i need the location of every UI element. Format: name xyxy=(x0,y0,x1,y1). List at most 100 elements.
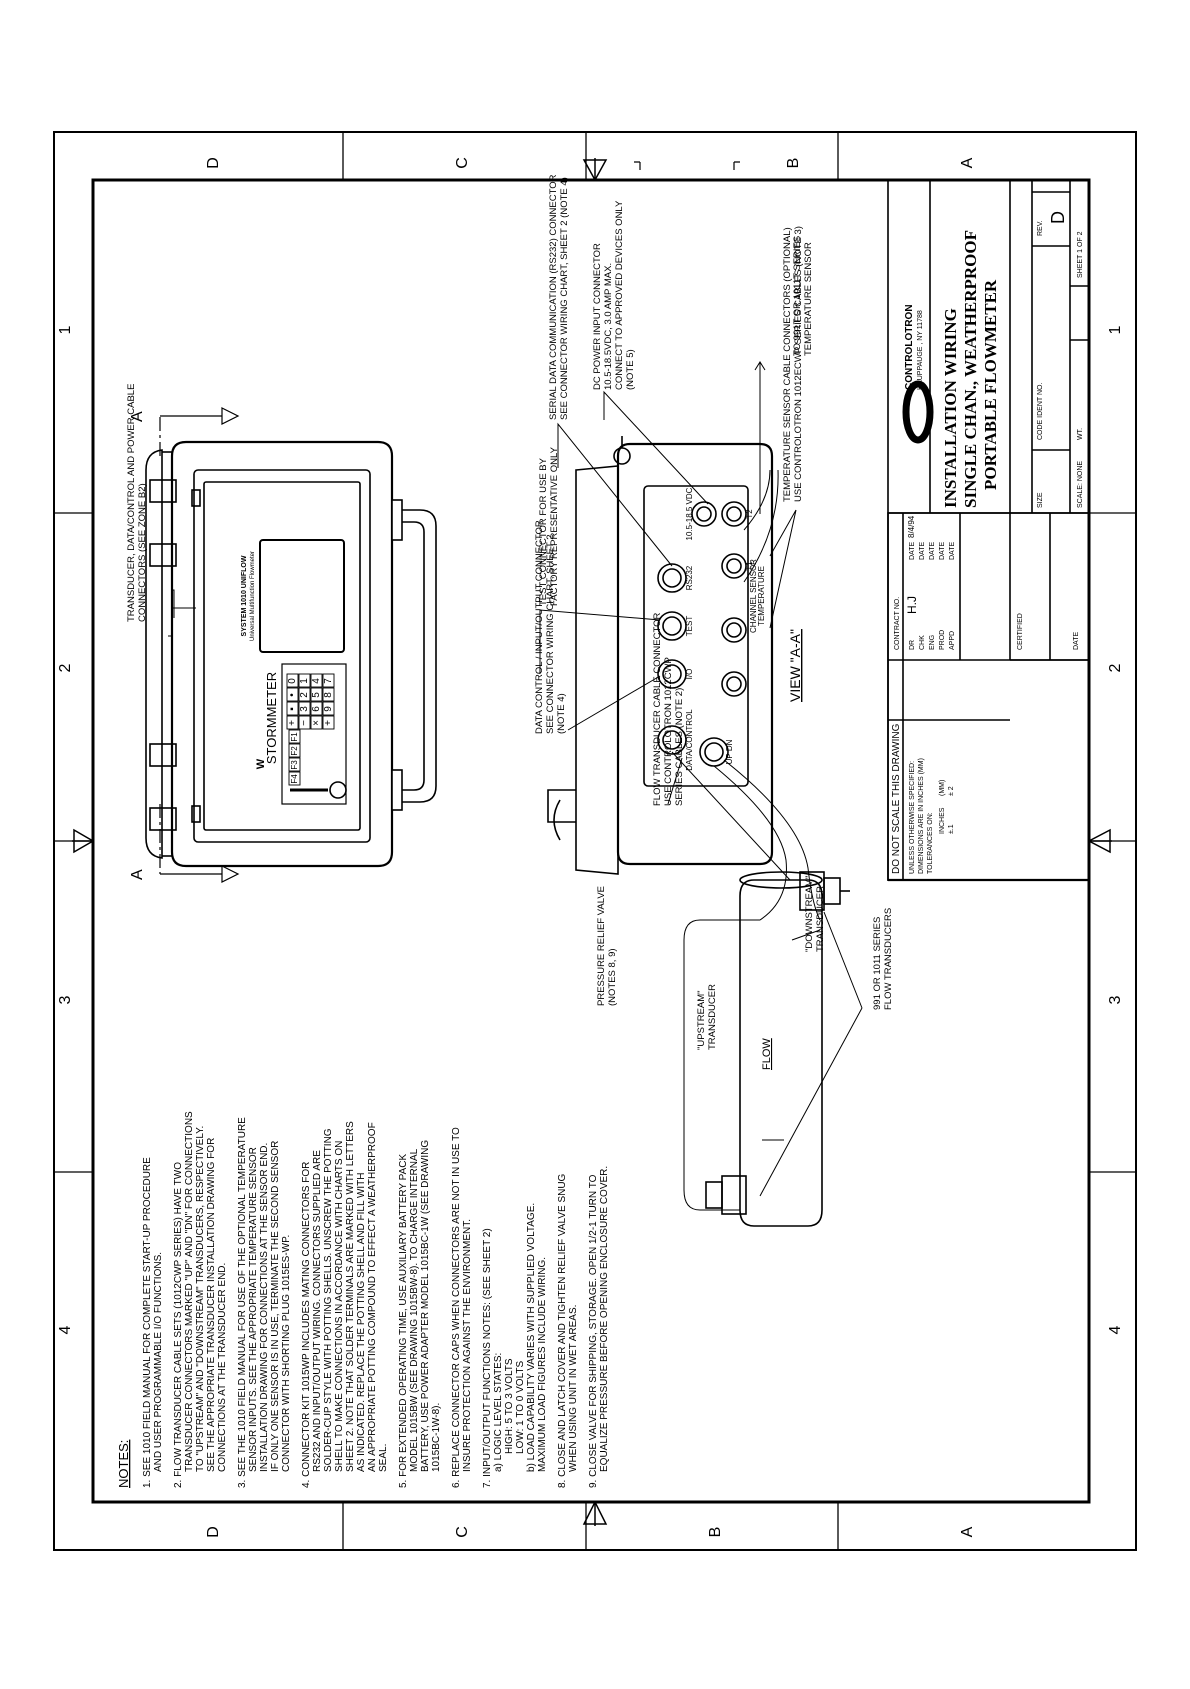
drawing-title-line2: SINGLE CHAN., WEATHERPROOF xyxy=(961,230,980,508)
approval-date-label: DATE xyxy=(929,542,936,560)
callout-upstream-line-1: "UPSTREAM" xyxy=(696,990,707,1050)
company-location: HAUPPAUGE , NY 11788 xyxy=(917,310,924,390)
panel-label-io: I/O xyxy=(685,669,694,680)
function-key xyxy=(288,743,301,758)
approval-date-label: DATE xyxy=(939,542,946,560)
keypad-key-label: 3 xyxy=(299,706,310,712)
keypad-key xyxy=(322,715,335,730)
note-4-line-1: 4. CONNECTOR KIT 1015WP INCLUDES MATING … xyxy=(301,1162,312,1488)
note-4-line-3: SOLDER-CUP STYLE WITH POTTING SHELLS. UN… xyxy=(323,1128,334,1472)
note-4-line-4: SHELL TO MAKE CONNECTIONS IN ACCORDANCE … xyxy=(334,1141,345,1472)
callout-downstream-line-1: "DOWNSTREAM" xyxy=(804,876,815,952)
approval-role-dr: DR xyxy=(909,640,916,650)
note-9-line-2: EQUALIZE PRESSURE BEFORE OPENING ENCLOSU… xyxy=(599,1166,610,1472)
keypad-key-label: 6 xyxy=(311,706,322,712)
view-title: VIEW "A-A" xyxy=(787,629,803,702)
tolerance-line-1: UNLESS OTHERWISE SPECIFIED: xyxy=(909,761,916,874)
tolerance-line-2: DIMENSIONS ARE IN INCHES (MM) xyxy=(918,758,925,874)
callout-serial-line-1: SERIAL DATA COMMUNICATION (RS232) CONNEC… xyxy=(548,174,559,420)
keypad-key xyxy=(298,673,311,688)
note-1-line-2: AND USER PROGRAMMABLE I/O FUNCTIONS. xyxy=(153,1252,164,1472)
function-key xyxy=(288,771,301,786)
panel-label-chan-sensor: CHANNEL SENSOR xyxy=(749,559,758,633)
centering-marks xyxy=(72,158,1112,1526)
keypad-key xyxy=(286,687,299,702)
callouts: TRANSDUCER, DATA/CONTROL AND POWER CABLE… xyxy=(126,174,894,1070)
drawing-title-line1: INSTALLATION WIRING xyxy=(941,308,960,508)
panel-label-chan-sub: TEMPERATURE xyxy=(757,566,766,626)
keypad-key-label: × xyxy=(311,720,322,726)
note-3-line-1: 3. SEE THE 1010 FIELD MANUAL FOR USE OF … xyxy=(237,1117,248,1488)
keypad-key xyxy=(310,715,323,730)
function-key xyxy=(288,757,301,772)
note-1-line-1: 1. SEE 1010 FIELD MANUAL FOR COMPLETE ST… xyxy=(142,1157,153,1488)
note-3-line-2: SENSOR INPUTS. SEE THE APPROPRIATE TEMPE… xyxy=(248,1147,259,1472)
certified-date-label: DATE xyxy=(1073,632,1080,650)
keypad-key xyxy=(298,687,311,702)
callout-upstream-line-2: TRANSDUCER xyxy=(707,984,718,1050)
note-7-line-6: MAXIMUM LOAD FIGURES INCLUDE WIRING. xyxy=(537,1257,548,1472)
callout-flow-cable-line-2: USE CONTROLOTRON 1012CWP xyxy=(663,657,674,806)
crop-marks xyxy=(634,161,740,170)
note-9-line-1: 9. CLOSE VALVE FOR SHIPPING, STORAGE. OP… xyxy=(588,1174,599,1488)
zone-letter-bottom-d: D xyxy=(205,1526,222,1538)
note-3-line-3: INSTALLATION DRAWING FOR CONNECTIONS AT … xyxy=(259,1143,270,1472)
pipe-assembly xyxy=(705,871,850,1227)
rev-value: D xyxy=(1048,211,1068,224)
zone-letter-top-a: A xyxy=(959,157,976,168)
callout-data-control-line-2: SEE CONNECTOR WIRING CHART, SHEET 2 xyxy=(545,534,556,734)
callout-data-control-line-1: DATA CONTROL / INPUT/OUTPUT CONNECTOR xyxy=(534,520,545,734)
tolerance-inches-label: INCHES xyxy=(939,807,946,834)
code-ident-label: CODE IDENT NO. xyxy=(1037,383,1044,440)
note-5-line-2: MODEL 1015BW (SEE DRAWING 1015BW-8). TO … xyxy=(409,1148,420,1472)
keypad-key-label: + xyxy=(287,720,298,726)
zone-letter-bottom-c: C xyxy=(454,1526,471,1538)
zone-letter-top-b: B xyxy=(785,158,802,169)
note-7-line-5: b) LOAD CAPABILITY VARIES WITH SUPPLIED … xyxy=(526,1203,537,1472)
note-2-line-4: SEE THE APPROPRIATE TRANSDUCER INSTALLAT… xyxy=(206,1138,217,1472)
zone-labels: 1 2 3 4 1 2 3 4 D C B A D C B A xyxy=(57,157,1124,1538)
callout-transducer-connectors-line-1: TRANSDUCER, DATA/CONTROL AND POWER CABLE xyxy=(126,384,137,622)
panel-label-t1: T1 xyxy=(745,561,754,571)
callout-temp-sensor-line-1: TEMPERATURE SENSOR CABLE CONNECTORS (OPT… xyxy=(782,227,793,502)
panel-label-t2: T2 xyxy=(745,509,754,519)
drawing-title-line3: PORTABLE FLOWMETER xyxy=(981,279,1000,490)
keypad-key-label: • xyxy=(287,693,298,697)
zone-letter-bottom-b: B xyxy=(707,1527,724,1538)
keypad-key-label: − xyxy=(299,720,310,726)
function-key-label: F1 xyxy=(290,732,299,742)
approval-date-label: DATE xyxy=(919,542,926,560)
keypad-key-label: 5 xyxy=(311,692,322,698)
panel-label-power: 10.5-18.5 VDC xyxy=(685,487,694,540)
callout-test-conn-line-2: FACTORY REPRESENTATIVE ONLY xyxy=(549,446,560,606)
size-label: SIZE xyxy=(1037,492,1044,508)
callout-relief-line-2: (NOTES 8, 9) xyxy=(607,948,618,1006)
zone-letter-top-c: C xyxy=(454,157,471,169)
callout-flow-label: FLOW xyxy=(761,1038,773,1070)
note-7-line-2: a) LOGIC LEVEL STATES: xyxy=(493,1353,504,1472)
title-block xyxy=(887,179,1090,882)
tolerance-line-3: TOLERANCES ON: xyxy=(927,812,934,874)
note-5-line-3: BATTERY, USE POWER ADAPTER MODEL 1015BC-… xyxy=(420,1140,431,1472)
callout-transducers-991-line-1: 991 OR 1011 SERIES xyxy=(872,917,883,1010)
function-key-label: F3 xyxy=(290,760,299,770)
meter-front-view xyxy=(145,407,437,883)
callout-test-conn-line-1: TEST CONNECTOR FOR USE BY xyxy=(538,457,549,606)
callout-transducer-connectors-line-2: CONNECTORS (SEE ZONE B2) xyxy=(137,483,148,622)
note-7-line-1: 7. INPUT/OUTPUT FUNCTIONS NOTES: (SEE SH… xyxy=(482,1228,493,1488)
section-label-a-lower: A xyxy=(129,869,146,880)
approval-role-appd: APPD xyxy=(949,631,956,650)
callout-to-991t-line-2: TEMPERATURE SENSOR xyxy=(803,242,814,356)
zone-number-left-3: 3 xyxy=(57,995,74,1004)
keypad-key xyxy=(310,687,323,702)
note-7-line-4: LOW: 1 TO 0 VOLTS xyxy=(515,1360,526,1454)
rev-label: REV. xyxy=(1037,220,1044,236)
callout-dc-power-line-1: DC POWER INPUT CONNECTOR xyxy=(592,243,603,390)
callout-relief-line-1: PRESSURE RELIEF VALVE xyxy=(596,886,607,1006)
contract-number: CONTRACT NO. xyxy=(894,597,901,650)
function-key-label: F4 xyxy=(290,774,299,784)
zone-number-right-1: 1 xyxy=(1107,325,1124,334)
callout-dc-power-line-2: 10.5-18.5VDC, 3.0 AMP MAX. xyxy=(603,263,614,390)
